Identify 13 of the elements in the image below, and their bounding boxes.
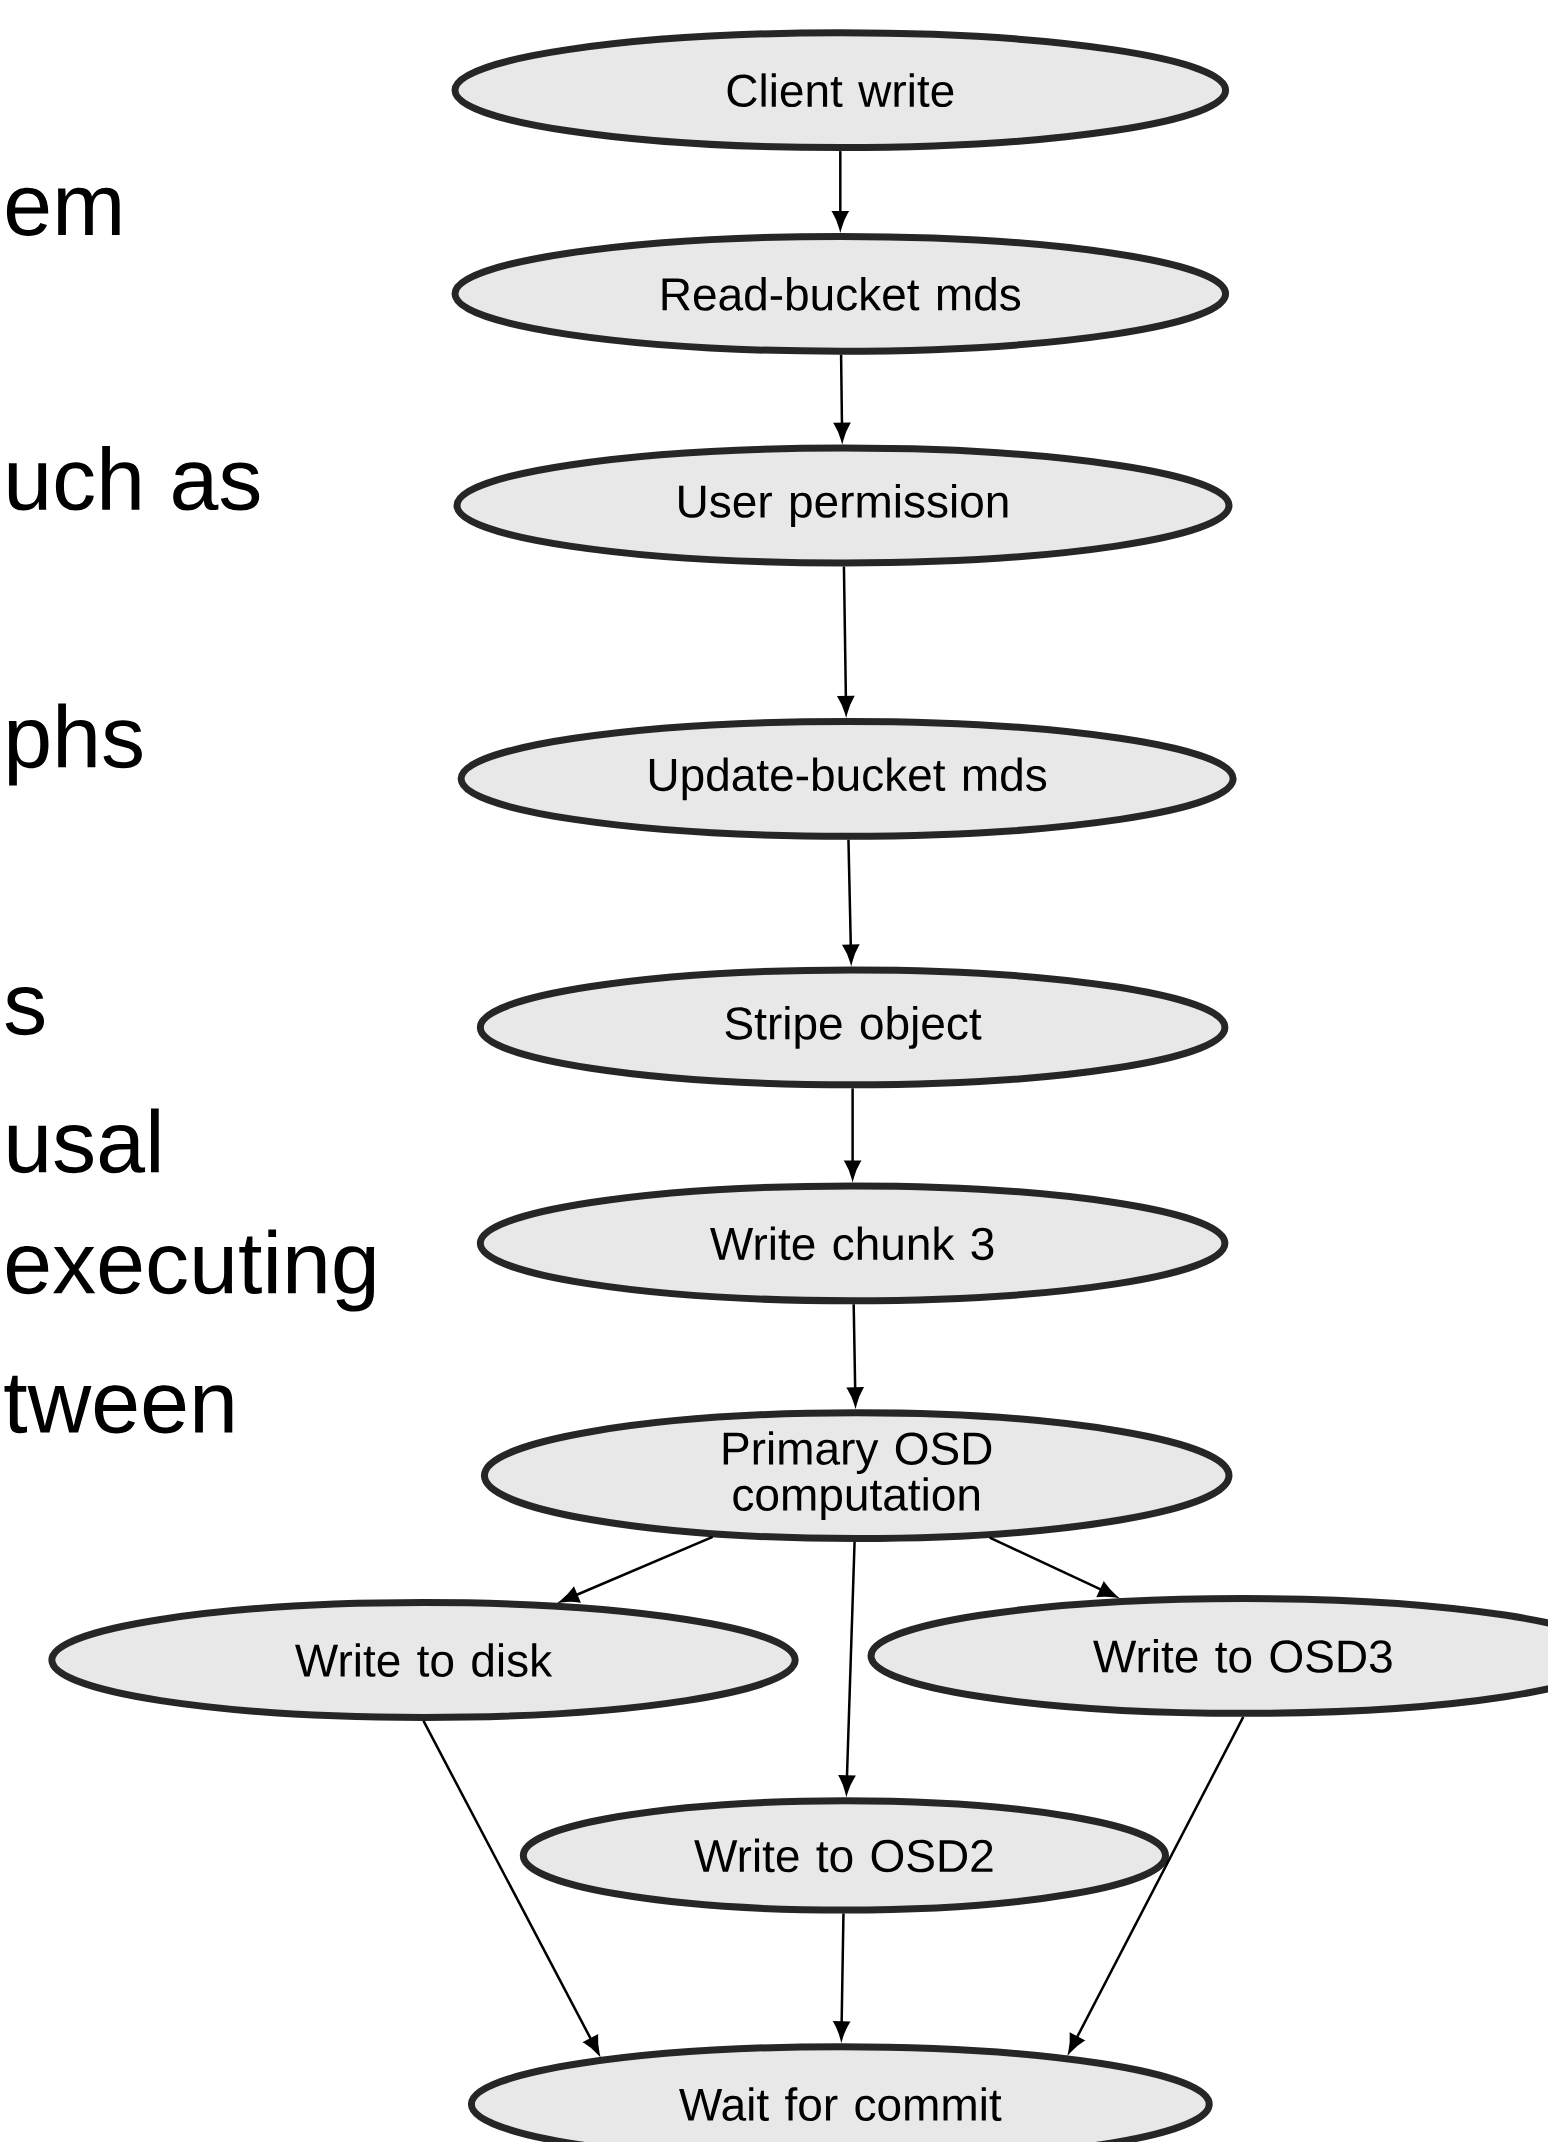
arrow	[832, 151, 849, 230]
arrow	[834, 354, 850, 442]
slide-text: usal	[8, 1108, 159, 1174]
slide-text: uch as	[8, 445, 260, 511]
arrow	[422, 1720, 600, 2055]
slide-text: executing	[6, 1229, 375, 1312]
slide-text: s	[5, 987, 44, 1036]
slide-text: phs	[8, 703, 142, 786]
slide-text: em	[6, 187, 120, 236]
arrow	[837, 566, 854, 715]
slide-text: tween	[4, 1375, 233, 1434]
arrow	[989, 1536, 1117, 1598]
arrow	[560, 1535, 714, 1603]
